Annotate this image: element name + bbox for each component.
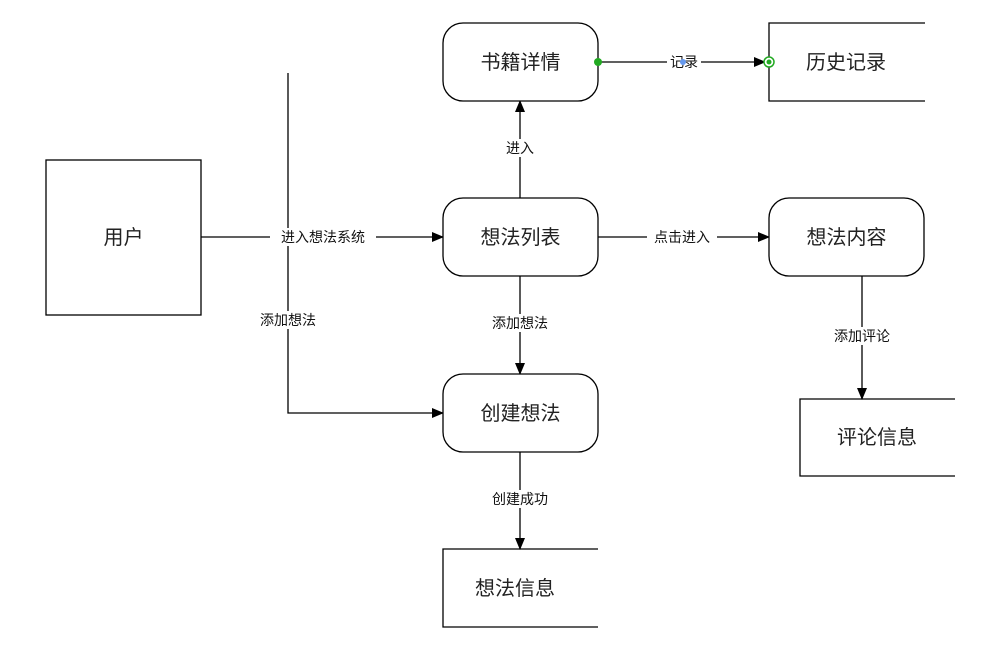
node-book-detail-label: 书籍详情: [481, 50, 561, 74]
edge-label-add-comment: 添加评论: [827, 327, 897, 345]
svg-text:添加想法: 添加想法: [260, 313, 316, 329]
edge-label-enter-book: 进入: [503, 139, 537, 157]
node-idea-list[interactable]: 想法列表: [442, 197, 599, 277]
node-comment-info-label: 评论信息: [837, 425, 917, 449]
node-comment-info[interactable]: 评论信息: [799, 398, 955, 477]
svg-text:添加评论: 添加评论: [834, 329, 890, 345]
node-book-detail[interactable]: 书籍详情: [442, 22, 599, 102]
svg-text:创建成功: 创建成功: [492, 492, 548, 508]
node-idea-info-label: 想法信息: [475, 576, 555, 600]
edge-label-add-idea-list: 添加想法: [485, 314, 555, 332]
edge-label-create-success: 创建成功: [485, 490, 555, 508]
edge-add-idea-user: [287, 73, 444, 418]
node-user[interactable]: 用户: [45, 159, 202, 316]
edge-label-add-idea-user: 添加想法: [253, 311, 323, 329]
node-create-idea-label: 创建想法: [481, 401, 561, 425]
node-create-idea[interactable]: 创建想法: [442, 373, 599, 453]
edge-label-enter-system: 进入想法系统: [270, 228, 376, 246]
node-history-label: 历史记录: [806, 50, 886, 74]
node-history[interactable]: 历史记录: [768, 22, 925, 102]
node-idea-content[interactable]: 想法内容: [768, 197, 925, 277]
connector-point-end: [766, 59, 772, 65]
svg-text:点击进入: 点击进入: [654, 230, 710, 246]
node-idea-info[interactable]: 想法信息: [442, 548, 598, 628]
node-user-label: 用户: [104, 225, 144, 249]
label-handle[interactable]: [680, 59, 686, 65]
node-idea-list-label: 想法列表: [481, 225, 561, 249]
edge-label-click-enter: 点击进入: [647, 228, 717, 246]
svg-text:添加想法: 添加想法: [492, 316, 548, 332]
connector-point-start[interactable]: [594, 58, 602, 66]
node-idea-content-label: 想法内容: [807, 225, 887, 249]
svg-text:进入想法系统: 进入想法系统: [281, 230, 365, 246]
svg-text:进入: 进入: [506, 141, 534, 157]
